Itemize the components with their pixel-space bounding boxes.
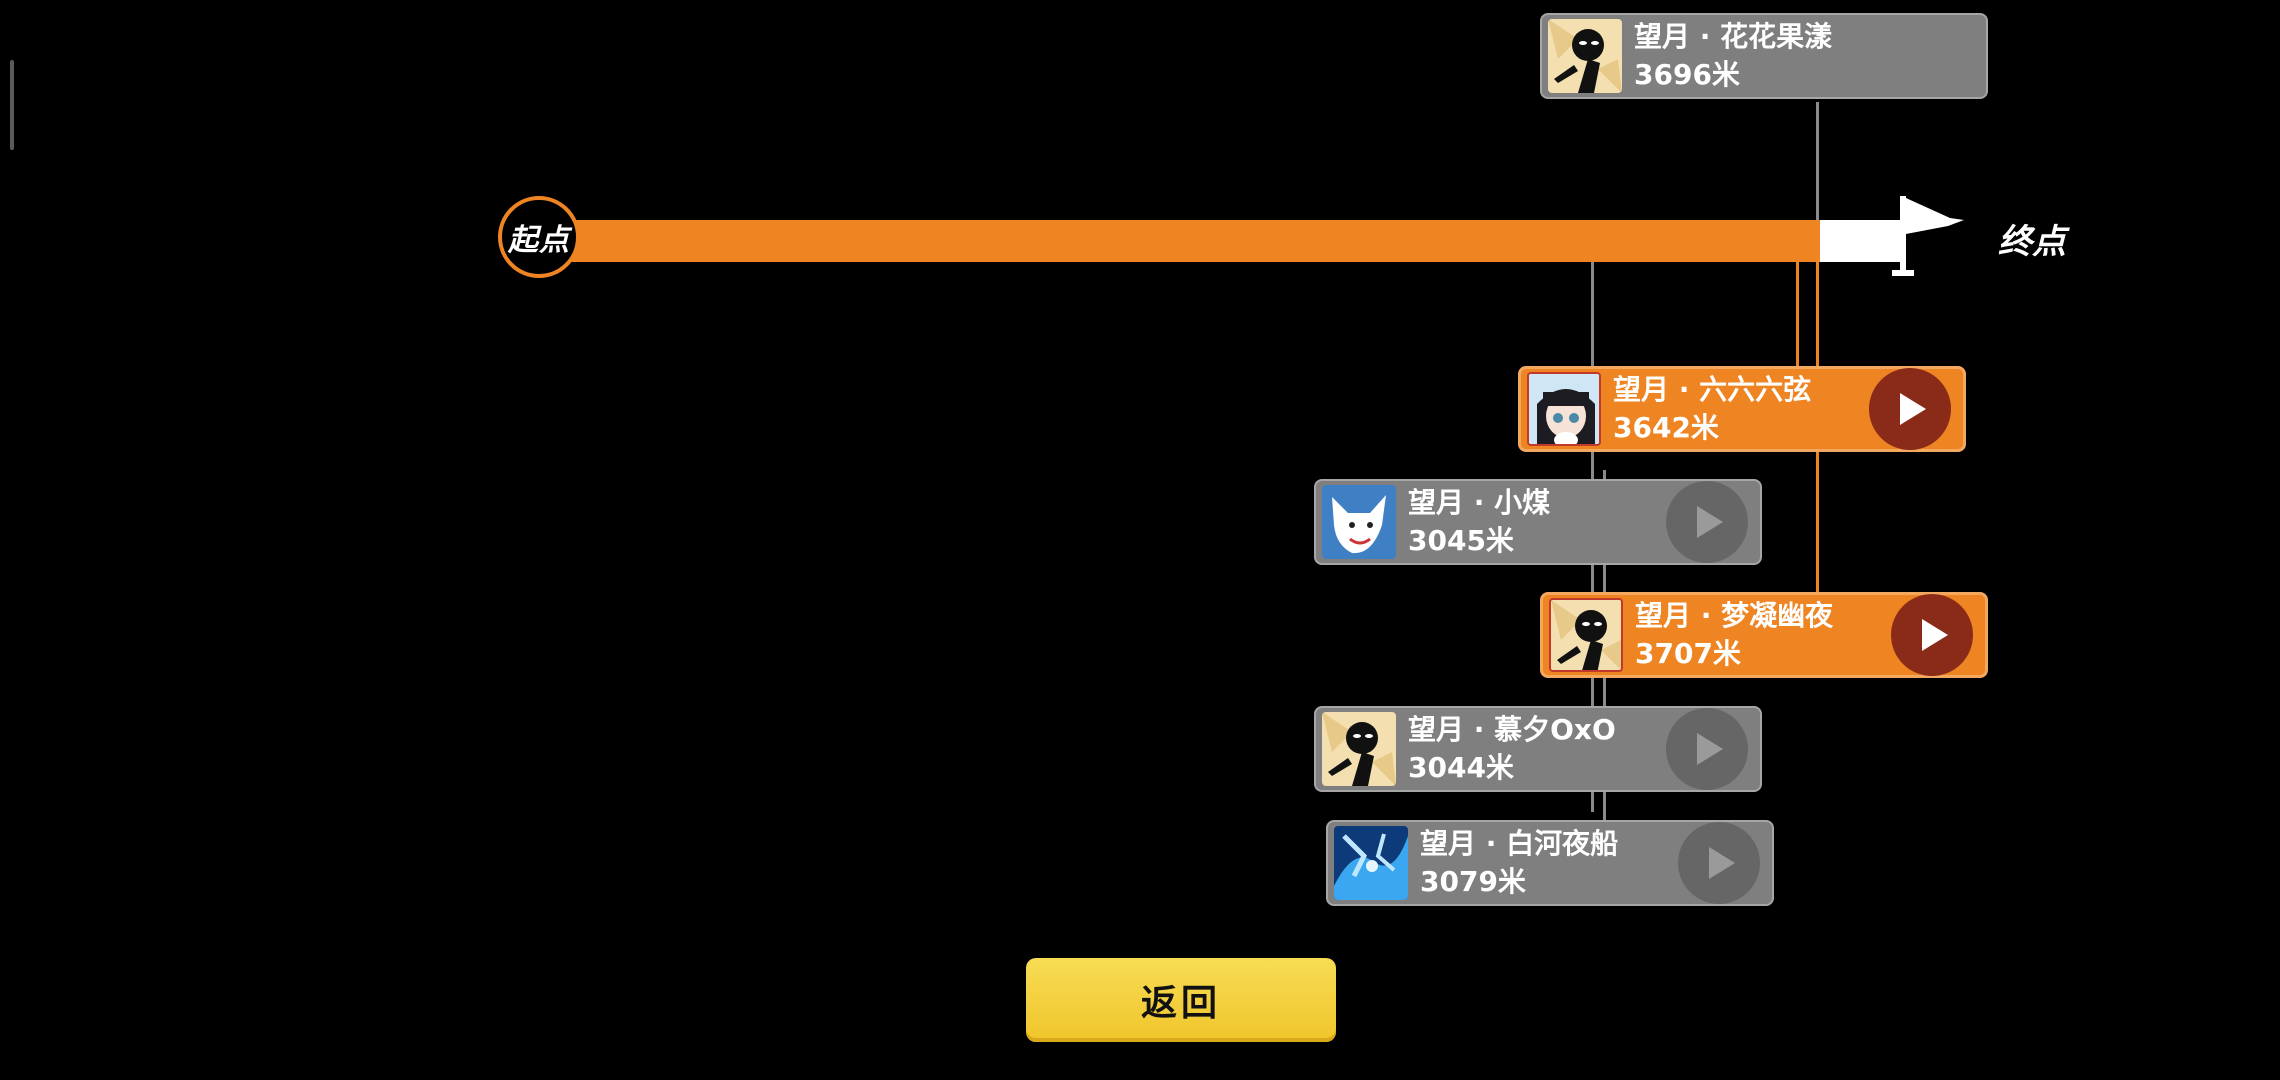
white-wolf-avatar <box>1322 485 1396 559</box>
player-name: 望月 · 白河夜船 <box>1420 827 1619 860</box>
player-distance: 3696米 <box>1634 58 1740 91</box>
player-name: 望月 · 花花果漾 <box>1634 20 1833 53</box>
play-icon <box>1900 393 1926 425</box>
start-badge: 起点 <box>498 196 580 278</box>
player-distance: 3044米 <box>1408 751 1514 784</box>
player-distance: 3045米 <box>1408 524 1514 557</box>
player-card: 望月 · 六六六弦 3642米 <box>1518 366 1966 452</box>
player-name: 望月 · 小煤 <box>1408 486 1551 519</box>
replay-play-button[interactable] <box>1891 594 1973 676</box>
finish-flag-icon <box>1892 196 1964 276</box>
player-name: 望月 · 六六六弦 <box>1613 373 1812 406</box>
player-name: 望月 · 梦凝幽夜 <box>1635 599 1834 632</box>
blue-dragon-avatar <box>1334 826 1408 900</box>
player-name: 望月 · 慕夕OxO <box>1408 713 1616 746</box>
connector-line <box>1796 262 1799 368</box>
player-card: 望月 · 梦凝幽夜 3707米 <box>1540 592 1988 678</box>
play-icon <box>1922 619 1948 651</box>
player-distance: 3707米 <box>1635 637 1741 670</box>
side-drawer-handle[interactable] <box>10 60 14 150</box>
player-info: 望月 · 梦凝幽夜 3707米 <box>1635 597 1833 673</box>
stickman-avatar <box>1322 712 1396 786</box>
play-icon <box>1709 847 1735 879</box>
progress-track <box>560 220 1900 262</box>
player-card: 望月 · 花花果漾 3696米 <box>1540 13 1988 99</box>
player-distance: 3642米 <box>1613 411 1719 444</box>
replay-play-button[interactable] <box>1869 368 1951 450</box>
replay-play-button[interactable] <box>1666 708 1748 790</box>
player-info: 望月 · 六六六弦 3642米 <box>1613 371 1811 447</box>
progress-fill <box>560 220 1820 262</box>
player-distance: 3079米 <box>1420 865 1526 898</box>
stickman-avatar <box>1548 19 1622 93</box>
player-info: 望月 · 白河夜船 3079米 <box>1420 825 1618 901</box>
play-icon <box>1697 733 1723 765</box>
connector-line <box>1816 102 1819 220</box>
replay-play-button[interactable] <box>1678 822 1760 904</box>
stickman-avatar <box>1549 598 1623 672</box>
play-icon <box>1697 506 1723 538</box>
player-info: 望月 · 慕夕OxO 3044米 <box>1408 711 1616 787</box>
replay-play-button[interactable] <box>1666 481 1748 563</box>
back-button[interactable]: 返回 <box>1026 958 1336 1042</box>
player-info: 望月 · 花花果漾 3696米 <box>1634 18 1832 94</box>
player-info: 望月 · 小煤 3045米 <box>1408 484 1550 560</box>
end-label: 终点 <box>1998 222 2066 262</box>
player-card: 望月 · 白河夜船 3079米 <box>1326 820 1774 906</box>
player-card: 望月 · 慕夕OxO 3044米 <box>1314 706 1762 792</box>
player-card: 望月 · 小煤 3045米 <box>1314 479 1762 565</box>
girl-avatar <box>1527 372 1601 446</box>
